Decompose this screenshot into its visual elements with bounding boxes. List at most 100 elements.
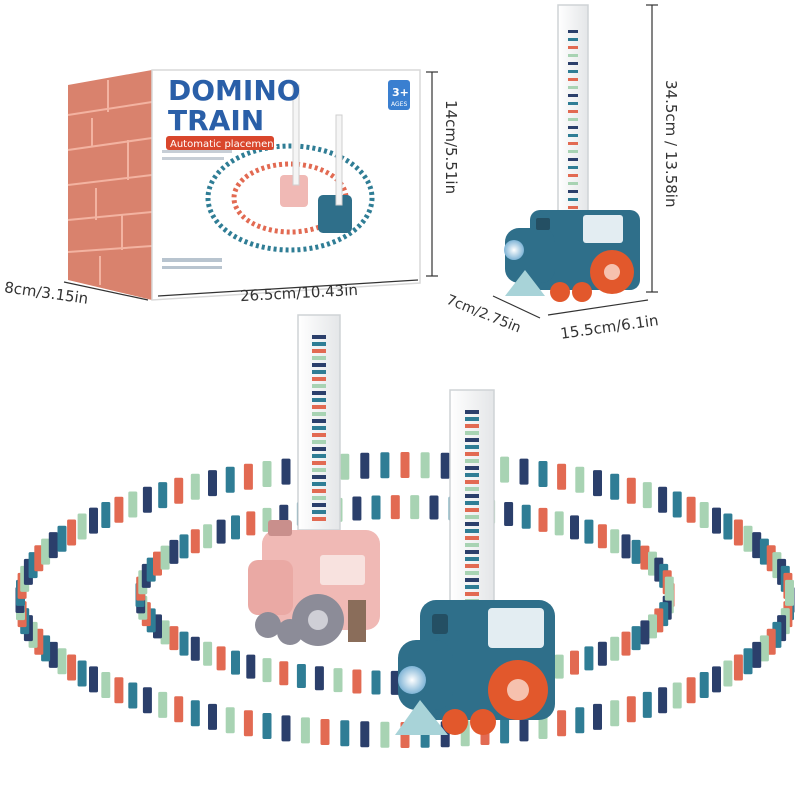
domino-piece [208,703,217,730]
domino-piece [759,635,769,662]
domino-piece [243,710,253,737]
tower-domino-slot [312,335,326,339]
domino-piece [631,626,641,651]
tower-domino-slot [568,94,578,97]
domino-piece [190,529,200,554]
domino-piece [557,463,567,490]
domino-piece [101,502,111,528]
domino-piece [570,650,579,675]
domino-piece [610,636,620,661]
tower-domino-slot [465,417,479,421]
tower-domino-slot [465,585,479,589]
domino-piece [400,452,410,478]
domino-piece [597,524,607,549]
box-subtitle: Automatic placement [170,139,278,150]
tower-domino-slot [312,447,326,451]
domino-piece [626,696,636,723]
domino-piece [114,496,124,523]
domino-piece [57,648,67,675]
domino-piece [610,529,620,554]
age-badge-number: 3+ [392,86,409,99]
tower-domino-slot [465,424,479,428]
tower-domino-slot [465,522,479,526]
domino-piece [216,646,226,671]
tower-domino-slot [465,452,479,456]
tower-domino-slot [568,86,578,89]
domino-piece [519,715,529,742]
tower-domino-slot [568,206,578,209]
tower-domino-slot [465,557,479,561]
tower-domino-slot [312,370,326,374]
train-height-label: 34.5cm / 13.58in [662,80,680,208]
tower-domino-slot [568,102,578,105]
domino-piece [77,660,87,687]
domino-piece [610,473,620,500]
domino-piece [67,519,77,546]
domino-piece [48,532,58,559]
domino-piece [672,682,682,709]
tower-domino-slot [568,118,578,121]
domino-piece [538,507,548,532]
tower-domino-slot [568,70,578,73]
domino-piece [57,525,67,552]
tower-domino-slot [312,496,326,500]
domino-piece [41,635,51,662]
tower-domino-slot [568,110,578,113]
domino-piece [246,654,256,679]
domino-piece [554,511,564,536]
tower-domino-slot [465,543,479,547]
domino-piece [41,538,51,565]
domino-piece [114,677,124,704]
tower-domino-slot [465,438,479,442]
domino-piece [281,715,291,742]
blue-train [395,600,555,735]
tower-domino-slot [568,190,578,193]
domino-piece [699,502,709,528]
domino-piece [733,654,743,681]
domino-piece [352,669,362,694]
domino-piece [621,631,631,656]
tower-domino-slot [568,166,578,169]
domino-piece [314,666,324,691]
domino-piece [658,486,668,513]
tower-domino-slot [312,363,326,367]
domino-piece [262,461,272,487]
tower-domino-slot [465,431,479,435]
domino-piece [300,717,310,744]
domino-piece [723,660,733,687]
domino-piece [246,511,256,536]
tower-domino-slot [568,182,578,185]
tower-domino-slot [312,426,326,430]
domino-piece [371,495,381,520]
tower-domino-slot [568,126,578,129]
domino-piece [712,666,721,693]
domino-piece [570,515,579,540]
domino-piece [231,515,240,540]
domino-piece [642,691,652,718]
tower-domino-slot [568,142,578,145]
box-height-label: 14cm/5.51in [442,100,460,195]
domino-piece [752,532,762,559]
tower-domino-slot [312,356,326,360]
domino-piece [203,641,213,666]
domino-piece [640,620,650,645]
tower-domino-slot [465,515,479,519]
tower-domino-slot [312,433,326,437]
domino-piece [500,456,510,483]
domino-piece [723,513,733,540]
domino-piece [642,482,652,509]
domino-piece [626,477,636,504]
tower-domino-slot [568,174,578,177]
domino-piece [352,496,362,521]
domino-piece [190,636,200,661]
tower-domino-slot [312,398,326,402]
tower-domino-slot [568,78,578,81]
tower-domino-slot [568,150,578,153]
pink-train [248,520,380,646]
tower-domino-slot [465,487,479,491]
domino-piece [785,579,794,606]
tower-domino-slot [312,454,326,458]
packaging-box [67,69,421,301]
domino-piece [584,519,594,544]
domino-piece [360,721,370,748]
